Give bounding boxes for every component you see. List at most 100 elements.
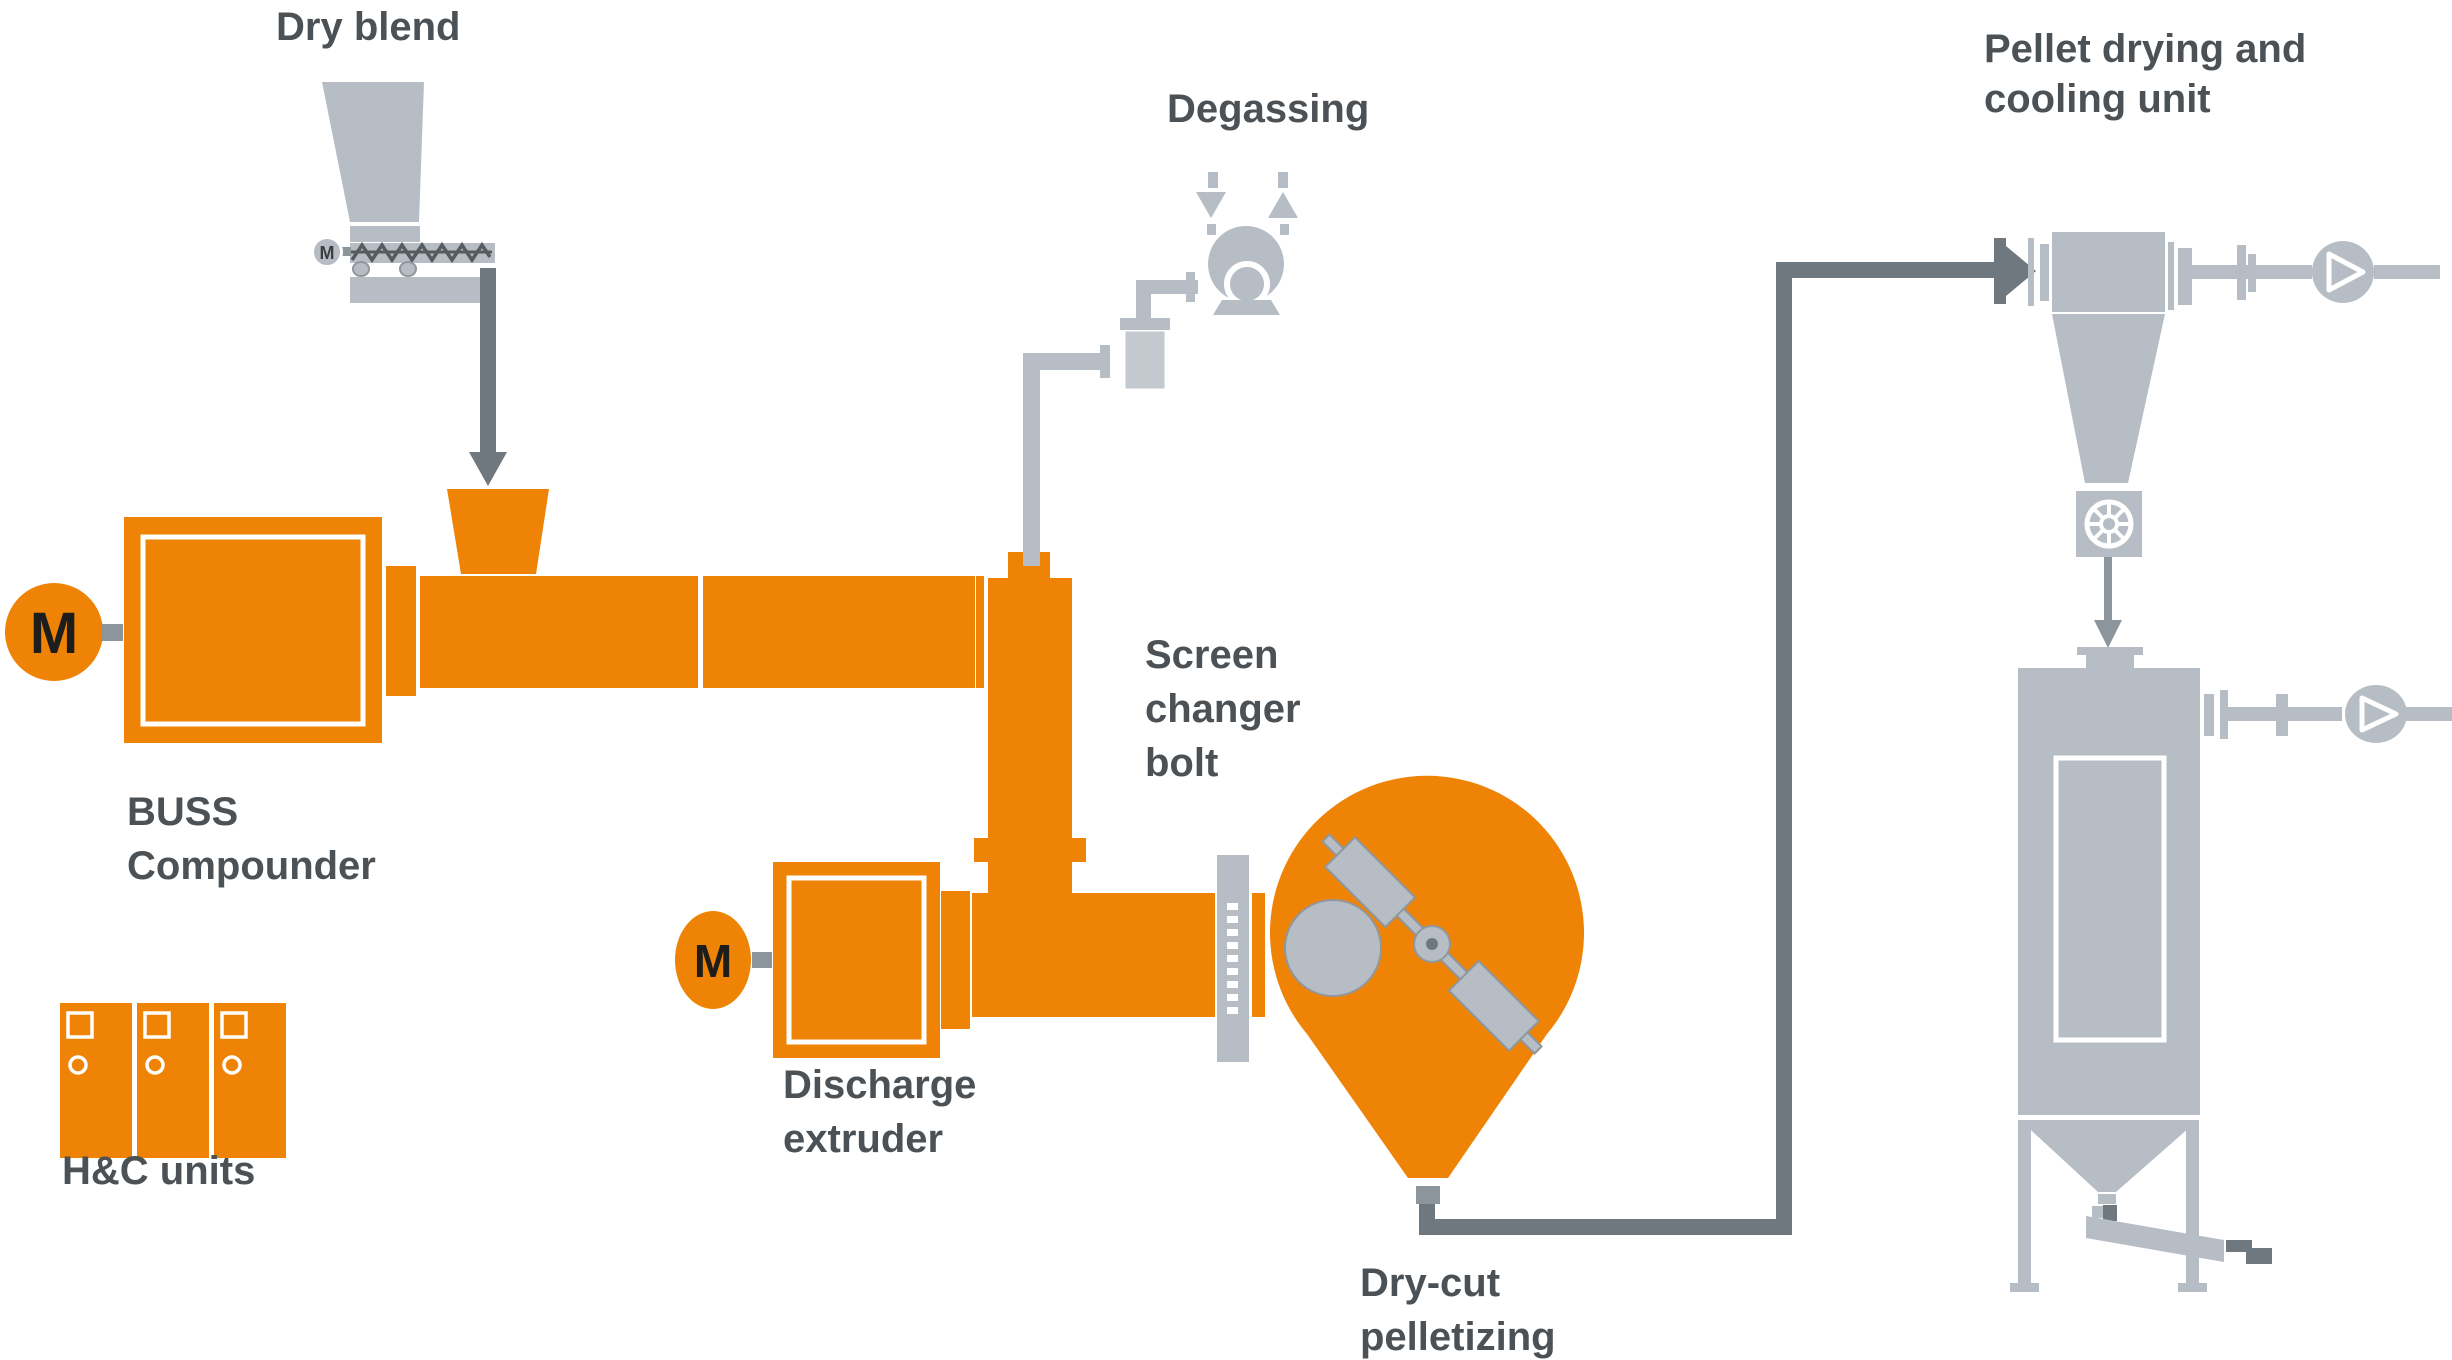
inlet-arrow-dash xyxy=(1207,224,1216,235)
silo-foot xyxy=(2010,1283,2039,1292)
label-screen-changer-line3: bolt xyxy=(1145,741,1218,785)
exhaust-pipe-flange xyxy=(2248,254,2256,292)
hc-cabinet xyxy=(214,1003,286,1158)
barrel-transition xyxy=(386,566,416,696)
label-discharge-line2: extruder xyxy=(783,1117,943,1161)
silo-panel xyxy=(2053,755,2167,1043)
label-screen-changer-line2: changer xyxy=(1145,687,1301,731)
hc-cabinet xyxy=(60,1003,132,1158)
dry-cut-pelletizer xyxy=(1270,775,1585,1204)
silo-nozzle-flange xyxy=(2220,690,2228,739)
label-discharge-line1: Discharge xyxy=(783,1063,976,1107)
hc-units xyxy=(60,1003,286,1158)
feed-inlet-hopper xyxy=(447,489,549,574)
cabinet-dial xyxy=(222,1055,242,1075)
degassing-condenser xyxy=(1122,328,1168,392)
hc-cabinet xyxy=(137,1003,209,1158)
inlet-arrow-shaft xyxy=(1208,172,1218,188)
blower-triangle xyxy=(2326,251,2366,293)
main-motor-icon xyxy=(5,583,103,681)
exhaust-pipe-end xyxy=(2374,265,2440,279)
cyclone-inlet-flange xyxy=(2028,238,2034,306)
screen-changer-slots xyxy=(1227,903,1238,1014)
discharge-extruder: M xyxy=(675,855,1265,1062)
feeder-motor-letter: M xyxy=(320,243,335,263)
cutter-blade xyxy=(1323,835,1417,929)
labels: Dry blend Degassing Pellet drying and co… xyxy=(62,5,2306,1359)
vacuum-pipe-horizontal xyxy=(1136,280,1198,294)
cutter-blade xyxy=(1447,959,1541,1053)
cutter-hub-center xyxy=(1426,938,1438,950)
discharge-transition xyxy=(941,891,970,1029)
cyclone-outlet-flange xyxy=(2168,242,2174,310)
buss-compounder: M xyxy=(5,489,1086,908)
valve-drop-line xyxy=(2104,557,2112,623)
column-flange xyxy=(974,838,1086,862)
vacuum-pipe-vertical xyxy=(1136,288,1151,322)
feeder-roller xyxy=(399,261,417,277)
pellet-drying-cooling-unit xyxy=(2010,232,2452,1292)
blower-triangle xyxy=(2359,695,2399,733)
exhaust-pipe-flange xyxy=(2237,245,2246,300)
label-degassing: Degassing xyxy=(1167,87,1369,131)
feed-drop-pipe xyxy=(480,268,496,458)
vent-pipe-vertical xyxy=(1023,360,1040,566)
silo-outlet xyxy=(2098,1194,2116,1204)
main-motor-coupling xyxy=(101,624,123,641)
barrel-end-flange xyxy=(976,576,984,688)
degassing-line xyxy=(1023,172,1298,566)
cabinet-window xyxy=(66,1011,94,1039)
feeder-roller xyxy=(352,261,370,277)
feed-hopper xyxy=(322,82,424,222)
barrel-segment-gap xyxy=(698,576,703,688)
label-pellet-unit-line1: Pellet drying and xyxy=(1984,27,2306,71)
chute-drive-motor xyxy=(2246,1248,2272,1264)
cyclone-outlet-flange xyxy=(2178,248,2192,305)
silo-nozzle-flange xyxy=(2204,694,2214,736)
silo-pipe-flange xyxy=(2276,694,2288,736)
feeder-base xyxy=(350,277,484,303)
cooling-silo-body xyxy=(2018,668,2200,1115)
cyclone-cone xyxy=(2052,314,2165,483)
hopper-neck xyxy=(350,226,420,242)
outlet-arrow-dash xyxy=(1280,224,1289,235)
chute-drive xyxy=(2226,1240,2252,1252)
inlet-arrow-down-icon xyxy=(1196,192,1226,218)
silo-neck xyxy=(2086,655,2134,669)
feed-arrow-icon xyxy=(469,452,507,486)
outlet-valve xyxy=(2103,1205,2117,1221)
silo-lid xyxy=(2077,647,2143,655)
silo-foot xyxy=(2178,1283,2207,1292)
outlet-arrow-up-icon xyxy=(1268,192,1298,218)
vacuum-pipe-flange xyxy=(1186,272,1195,302)
label-drycut-line2: pelletizing xyxy=(1360,1315,1556,1359)
vent-pipe-horizontal xyxy=(1023,353,1105,370)
label-hc-units: H&C units xyxy=(62,1149,255,1193)
discharge-gearbox-panel xyxy=(786,875,927,1045)
cutter-assembly xyxy=(1320,832,1544,1056)
flow-arrow-icon xyxy=(2006,246,2036,296)
compounder-gearbox xyxy=(124,517,382,743)
dry-blend-feeder: M xyxy=(311,82,507,486)
label-buss-line2: Compounder xyxy=(127,844,376,888)
vent-pipe-flange xyxy=(1100,345,1110,378)
gearbox-panel xyxy=(140,534,366,727)
discharge-motor-letter: M xyxy=(694,935,732,987)
cyclone-body xyxy=(2052,232,2165,312)
motor-coupling xyxy=(341,247,351,256)
silo-leg xyxy=(2186,1120,2199,1283)
discharge-motor-icon xyxy=(675,911,751,1009)
pipe-flange xyxy=(1994,238,2006,304)
discharge-gearbox xyxy=(773,862,940,1058)
silo-cone xyxy=(2020,1120,2198,1192)
cyclone-inlet-flange xyxy=(2040,244,2049,301)
pellet-transport-pipe xyxy=(1419,238,2036,1235)
rotary-valve-wheel xyxy=(2084,499,2134,549)
die-adapter xyxy=(1252,893,1265,1017)
discharge-barrel xyxy=(972,893,1215,1017)
feeder-screw xyxy=(350,241,492,264)
drop-arrow-icon xyxy=(2094,620,2122,648)
feeder-motor-icon xyxy=(311,236,343,268)
